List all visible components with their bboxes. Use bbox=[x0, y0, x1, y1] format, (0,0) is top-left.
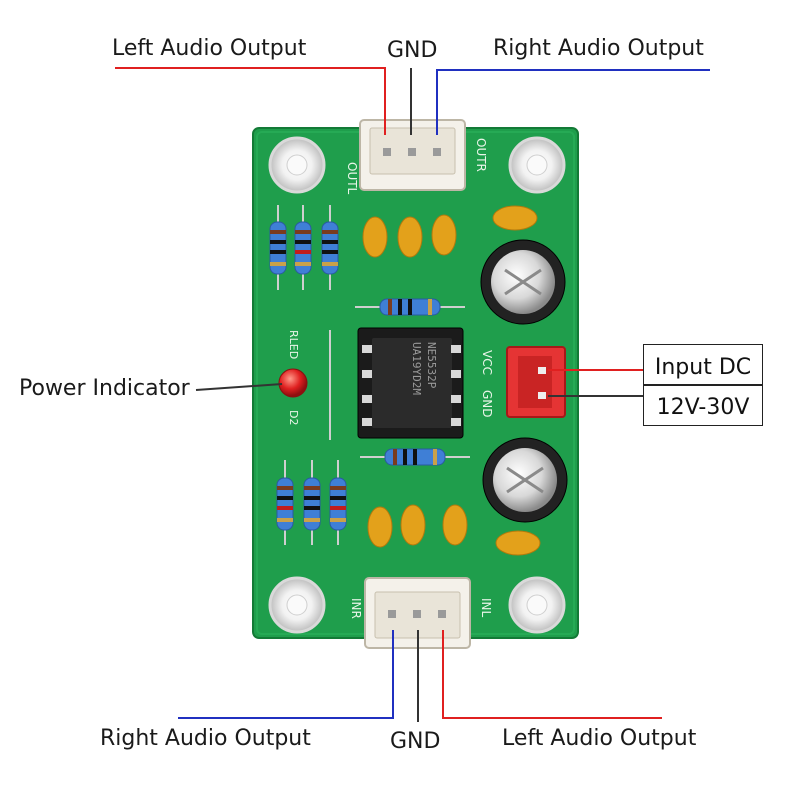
capacitor bbox=[492, 205, 538, 231]
chip-marking-1: UA19YD2M bbox=[410, 342, 423, 395]
wire-top-right-output bbox=[436, 69, 710, 135]
silkscreen-inl: INL bbox=[479, 598, 493, 618]
resistor bbox=[294, 221, 312, 275]
silkscreen-gnd: GND bbox=[480, 390, 494, 418]
resistor bbox=[276, 477, 294, 531]
silkscreen-vcc: VCC bbox=[480, 350, 494, 375]
power-connector bbox=[506, 346, 566, 418]
electrolytic-capacitors bbox=[480, 239, 568, 523]
wire-bottom-left-output bbox=[442, 630, 662, 719]
power-led bbox=[278, 330, 331, 440]
wire-top-left-output bbox=[115, 67, 386, 135]
label-bottom-gnd: GND bbox=[390, 729, 441, 754]
silkscreen-rled: RLED bbox=[287, 330, 300, 359]
resistors-lower-left bbox=[276, 460, 347, 545]
mounting-holes bbox=[268, 136, 566, 634]
resistor-horizontal-bottom bbox=[360, 448, 470, 466]
label-input-voltage: 12V-30V bbox=[656, 395, 750, 420]
silkscreen-d2: D2 bbox=[287, 410, 300, 425]
capacitor bbox=[367, 506, 393, 548]
label-top-right-output: Right Audio Output bbox=[493, 36, 704, 61]
resistors-upper-left bbox=[269, 205, 339, 290]
resistor bbox=[329, 477, 347, 531]
capacitor bbox=[442, 504, 468, 546]
output-connector-top bbox=[359, 119, 466, 191]
resistor bbox=[321, 221, 339, 275]
ceramic-capacitors bbox=[362, 205, 541, 556]
label-top-left-output: Left Audio Output bbox=[112, 36, 307, 61]
label-bottom-right-output: Right Audio Output bbox=[100, 726, 311, 751]
silkscreen-outl: OUTL bbox=[345, 162, 359, 195]
resistor bbox=[303, 477, 321, 531]
capacitor bbox=[431, 214, 457, 256]
input-dc-box: Input DC 12V-30V bbox=[643, 344, 763, 426]
label-top-gnd: GND bbox=[387, 38, 438, 63]
label-bottom-left-output: Left Audio Output bbox=[502, 726, 697, 751]
capacitor bbox=[400, 504, 426, 546]
label-power-indicator: Power Indicator bbox=[19, 376, 190, 401]
capacitor bbox=[397, 216, 423, 258]
chip-marking-2: NE5532P bbox=[425, 342, 438, 389]
input-dc-divider bbox=[644, 384, 762, 386]
ic-chip: UA19YD2M NE5532P bbox=[357, 327, 464, 439]
label-input-dc: Input DC bbox=[654, 355, 752, 380]
resistor bbox=[269, 221, 287, 275]
wire-bottom-right-output bbox=[178, 630, 394, 719]
capacitor bbox=[362, 216, 388, 258]
silkscreen-inr: INR bbox=[349, 598, 363, 619]
silkscreen-outr: OUTR bbox=[474, 138, 488, 172]
resistor-horizontal-top bbox=[355, 298, 465, 316]
led bbox=[278, 368, 308, 398]
wire-power-indicator bbox=[195, 383, 283, 391]
capacitor bbox=[495, 530, 541, 556]
